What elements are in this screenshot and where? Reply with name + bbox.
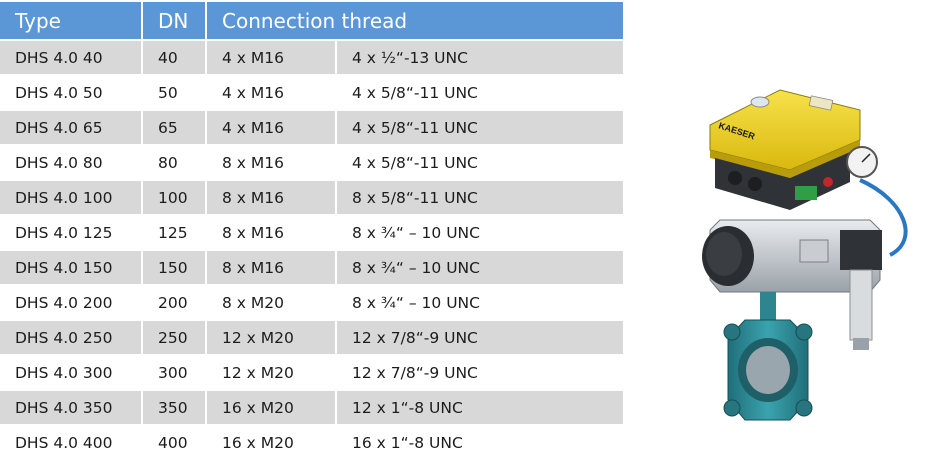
cell-metric: 8 x M16 [207,179,337,214]
cell-dn: 100 [143,179,207,214]
cell-metric: 12 x M20 [207,319,337,354]
cell-type: DHS 4.0 350 [0,389,143,424]
cell-unc: 16 x 1“-8 UNC [337,424,623,459]
cell-unc: 8 x ¾“ – 10 UNC [337,284,623,319]
cell-unc: 8 x ¾“ – 10 UNC [337,249,623,284]
cell-dn: 350 [143,389,207,424]
cell-unc: 4 x ½“-13 UNC [337,39,623,74]
cell-unc: 4 x 5/8“-11 UNC [337,74,623,109]
cell-dn: 40 [143,39,207,74]
cell-unc: 12 x 7/8“-9 UNC [337,354,623,389]
cell-unc: 8 x ¾“ – 10 UNC [337,214,623,249]
cell-dn: 125 [143,214,207,249]
cell-type: DHS 4.0 200 [0,284,143,319]
header-type: Type [0,2,143,39]
cell-dn: 150 [143,249,207,284]
cell-unc: 4 x 5/8“-11 UNC [337,144,623,179]
cell-metric: 12 x M20 [207,354,337,389]
cell-metric: 8 x M20 [207,284,337,319]
cell-type: DHS 4.0 65 [0,109,143,144]
cell-metric: 16 x M20 [207,389,337,424]
cell-unc: 8 x 5/8“-11 UNC [337,179,623,214]
header-dn: DN [143,2,207,39]
cell-dn: 50 [143,74,207,109]
cell-metric: 4 x M16 [207,109,337,144]
cell-unc: 12 x 1“-8 UNC [337,389,623,424]
header-row: Type DN Connection thread [0,2,623,39]
cell-type: DHS 4.0 400 [0,424,143,459]
cell-type: DHS 4.0 40 [0,39,143,74]
cell-metric: 8 x M16 [207,144,337,179]
cell-unc: 12 x 7/8“-9 UNC [337,319,623,354]
cell-dn: 250 [143,319,207,354]
cell-dn: 400 [143,424,207,459]
cell-metric: 16 x M20 [207,424,337,459]
cell-dn: 200 [143,284,207,319]
cell-type: DHS 4.0 125 [0,214,143,249]
cell-type: DHS 4.0 100 [0,179,143,214]
cell-metric: 4 x M16 [207,74,337,109]
cell-type: DHS 4.0 80 [0,144,143,179]
cell-type: DHS 4.0 300 [0,354,143,389]
cell-metric: 8 x M16 [207,214,337,249]
table-header: Type DN Connection thread [0,2,623,39]
header-connection-thread: Connection thread [207,2,623,39]
valve-product-image: KAESER [702,89,908,421]
cell-metric: 8 x M16 [207,249,337,284]
cell-metric: 4 x M16 [207,39,337,74]
cell-unc: 4 x 5/8“-11 UNC [337,109,623,144]
cell-type: DHS 4.0 250 [0,319,143,354]
cell-type: DHS 4.0 50 [0,74,143,109]
cell-dn: 300 [143,354,207,389]
cell-dn: 65 [143,109,207,144]
cell-type: DHS 4.0 150 [0,249,143,284]
cell-dn: 80 [143,144,207,179]
